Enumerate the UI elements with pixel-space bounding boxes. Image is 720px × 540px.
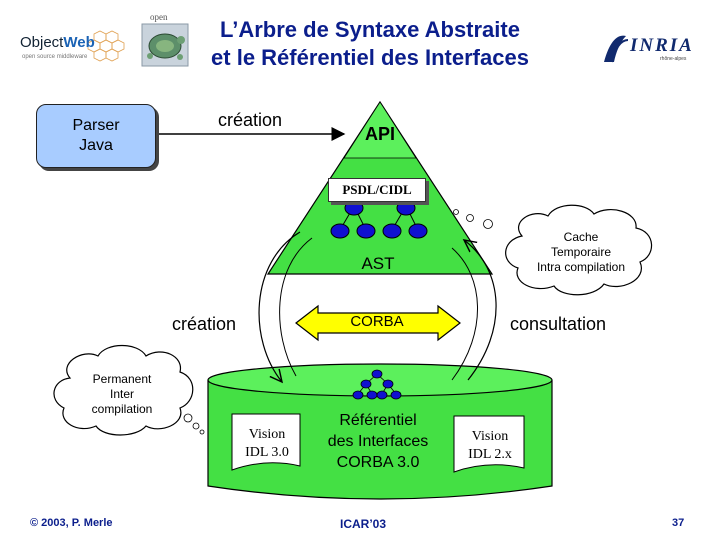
vision-idl2-line-2: IDL 2.x xyxy=(468,447,512,462)
vision-idl2-document xyxy=(453,415,525,473)
consultation-arc-outer xyxy=(464,240,497,381)
cache-cloud xyxy=(453,204,653,296)
inria-tagline: rhône-alpes xyxy=(660,56,687,62)
vision-idl3-document xyxy=(231,413,301,471)
objectweb-brand-b: Web xyxy=(63,34,95,51)
title-line-2: et le Référentiel des Interfaces xyxy=(211,45,529,70)
repository-line-3: CORBA 3.0 xyxy=(336,454,420,471)
permanent-line-1: Permanent xyxy=(92,372,152,386)
repository-line-1: Référentiel xyxy=(339,412,417,429)
ast-node xyxy=(344,200,364,216)
parser-java-box: Parser Java xyxy=(36,104,156,168)
ast-node xyxy=(396,200,416,216)
permanent-line-3: compilation xyxy=(91,402,153,416)
repository-node xyxy=(366,390,378,400)
ast-node xyxy=(408,223,428,239)
cache-line-2: Temporaire xyxy=(550,245,612,259)
openccm-logo: open xyxy=(141,12,189,67)
vision-idl2-text: Vision IDL 2.x xyxy=(458,428,522,464)
parser-line-1: Parser xyxy=(72,117,120,134)
psdl-cidl-box: PSDL/CIDL xyxy=(328,178,426,202)
repository-node xyxy=(352,390,364,400)
creation-label-left: création xyxy=(172,314,237,334)
ast-node xyxy=(330,223,350,239)
objectweb-wordmark: ObjectWeb xyxy=(20,34,95,51)
ast-node xyxy=(382,223,402,239)
repository-line-2: des Interfaces xyxy=(327,433,429,450)
permanent-line-2: Inter xyxy=(109,387,134,401)
vision-idl3-line-1: Vision xyxy=(248,427,286,442)
vision-idl3-text: Vision IDL 3.0 xyxy=(236,426,298,462)
footer-page-number: 37 xyxy=(672,517,685,529)
cache-cloud-text: Cache Temporaire Intra compilation xyxy=(516,230,646,275)
cache-line-3: Intra compilation xyxy=(536,260,626,274)
vision-idl2-line-1: Vision xyxy=(471,429,509,444)
permanent-cloud xyxy=(53,345,205,436)
ast-label: AST xyxy=(361,254,395,273)
creation-arc-inner xyxy=(279,237,313,377)
repository-node xyxy=(390,390,402,400)
inria-logo-mark xyxy=(604,35,629,63)
vision-idl3-line-2: IDL 3.0 xyxy=(245,445,289,460)
repository-node-tree xyxy=(352,369,402,400)
objectweb-brand-a: Object xyxy=(20,34,64,51)
objectweb-tagline: open source middleware xyxy=(22,54,88,60)
repository-text: Référentiel des Interfaces CORBA 3.0 xyxy=(308,410,448,473)
consultation-arc-inner xyxy=(451,247,478,381)
cache-line-1: Cache xyxy=(563,230,599,244)
inria-wordmark: INRIA xyxy=(630,35,694,56)
parser-line-2: Java xyxy=(79,137,113,154)
repository-node xyxy=(376,390,388,400)
footer-copyright: © 2003, P. Merle xyxy=(30,517,113,529)
permanent-cloud-text: Permanent Inter compilation xyxy=(62,372,182,417)
title-line-1: L’Arbre de Syntaxe Abstraite xyxy=(220,17,520,42)
corba-label: CORBA xyxy=(350,313,404,330)
repository-node xyxy=(371,369,383,379)
creation-arc-outer xyxy=(258,231,301,382)
objectweb-logo xyxy=(87,30,125,62)
footer-event: ICAR’03 xyxy=(340,517,387,531)
api-label: API xyxy=(364,124,395,144)
corba-double-arrow xyxy=(295,304,461,342)
slide-title: L’Arbre de Syntaxe Abstraite et le Référ… xyxy=(170,16,570,72)
consultation-label: consultation xyxy=(510,314,607,334)
repository-node xyxy=(382,379,394,389)
openccm-wordmark: open xyxy=(150,12,168,22)
ast-node xyxy=(356,223,376,239)
repository-node xyxy=(360,379,372,389)
creation-label-top: création xyxy=(218,110,283,130)
